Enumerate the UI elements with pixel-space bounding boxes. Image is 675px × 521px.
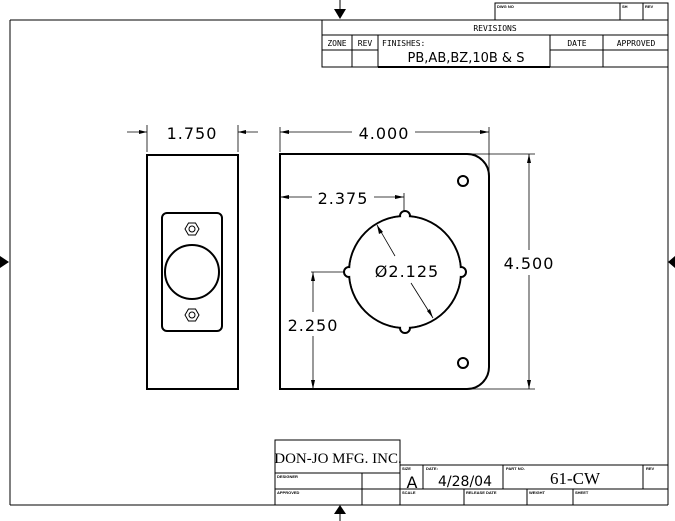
dwg-no-box: DWG NO SH REV xyxy=(494,2,669,21)
mount-hole xyxy=(457,357,469,369)
hex-nut-icon xyxy=(184,222,200,236)
size-label: SIZE xyxy=(402,466,411,471)
title-block: DON-JO MFG. INC. DESIGNER APPROVED SIZE … xyxy=(274,439,668,505)
date-value: 4/28/04 xyxy=(438,474,492,490)
rev-header: REV xyxy=(358,39,373,48)
hole-offset-x-dimension: 2.375 xyxy=(318,189,369,208)
sh-label: SH xyxy=(622,4,628,9)
drawing-border xyxy=(9,19,669,506)
designer-label: DESIGNER xyxy=(277,474,298,479)
approved-header: APPROVED xyxy=(617,39,656,48)
hole-offset-y-dimension: 2.250 xyxy=(288,316,339,335)
part-no-label: PART NO. xyxy=(506,466,525,471)
top-center-arrow-icon xyxy=(334,0,346,19)
scale-label: SCALE xyxy=(402,490,416,495)
finishes-value: PB,AB,BZ,10B & S xyxy=(408,51,525,66)
plate-width-dimension: 4.000 xyxy=(359,124,410,143)
revisions-title: REVISIONS xyxy=(473,24,517,33)
company-name: DON-JO MFG. INC. xyxy=(274,451,402,467)
right-center-arrow-icon xyxy=(668,256,675,268)
weight-label: WEIGHT xyxy=(529,490,546,495)
revisions-block: REVISIONS ZONE REV FINISHES: DATE APPROV… xyxy=(321,19,669,68)
date-header: DATE xyxy=(567,39,586,48)
side-view: 1.750 xyxy=(127,124,258,390)
release-date-label: RELEASE DATE xyxy=(466,490,497,495)
approved-label: APPROVED xyxy=(277,490,300,495)
left-center-arrow-icon xyxy=(0,256,9,268)
mount-hole xyxy=(457,175,469,187)
hex-nut-icon xyxy=(184,308,200,322)
rev-label: REV xyxy=(645,4,654,9)
bore-hole xyxy=(343,210,467,334)
date-label: DATE: xyxy=(426,466,438,471)
finishes-header: FINISHES: xyxy=(382,39,425,48)
dwg-no-label: DWG NO xyxy=(497,4,514,9)
bottom-center-arrow-icon xyxy=(334,505,346,521)
part-no-value: 61-CW xyxy=(550,469,601,488)
title-rev-label: REV xyxy=(646,466,655,471)
plate-height-dimension: 4.500 xyxy=(504,254,555,273)
size-value: A xyxy=(407,473,418,492)
hole-diameter-dimension: Ø2.125 xyxy=(375,262,439,281)
sheet-label: SHEET xyxy=(575,490,589,495)
front-view: 4.000 2.375 Ø2.125 2.250 4.500 xyxy=(279,124,555,390)
side-width-dimension: 1.750 xyxy=(167,124,218,143)
zone-header: ZONE xyxy=(327,39,346,48)
cylinder-circle xyxy=(164,244,220,300)
